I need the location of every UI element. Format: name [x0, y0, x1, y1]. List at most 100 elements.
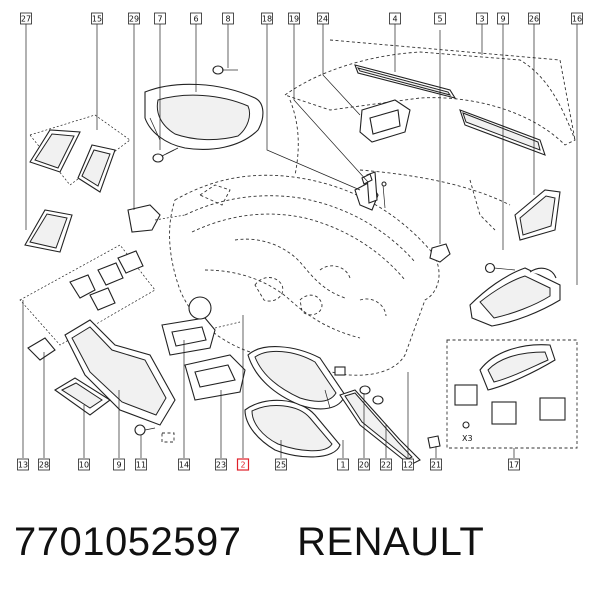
- callout-label-top-2: 29: [129, 14, 139, 23]
- callout-box-top-12: [497, 12, 509, 25]
- callout-box-bottom-6: [215, 458, 227, 471]
- callout-label-top-12: 9: [500, 14, 505, 23]
- callout-box-bottom-1: [38, 458, 50, 471]
- callout-box-bottom-0: [17, 458, 29, 471]
- part-group-box-17: [446, 339, 578, 449]
- callout-label-top-7: 19: [289, 14, 299, 23]
- callout-box-top-13: [528, 12, 540, 25]
- part-bracket-18: [354, 171, 387, 211]
- part-cluster-hood-6: [144, 83, 264, 150]
- callout-label-top-9: 4: [392, 14, 397, 23]
- part-speaker-grille: [188, 296, 212, 320]
- part-switch-28: [27, 337, 56, 361]
- callout-box-top-5: [222, 12, 234, 25]
- callout-label-bottom-4: 11: [136, 460, 146, 469]
- callout-label-bottom-6: 23: [216, 460, 226, 469]
- callout-label-top-10: 5: [437, 14, 442, 23]
- callout-label-bottom-8: 25: [276, 460, 286, 469]
- part-pads-15: [29, 114, 131, 193]
- callout-box-bottom-13: [430, 458, 442, 471]
- callout-box-bottom-8: [275, 458, 287, 471]
- screw-8: [212, 65, 238, 75]
- callout-label-bottom-13: 21: [431, 460, 441, 469]
- screw-11: [134, 424, 175, 443]
- callout-label-top-1: 15: [92, 14, 102, 23]
- callout-box-top-3: [154, 12, 166, 25]
- callout-label-top-14: 16: [572, 14, 582, 23]
- callout-box-bottom-11: [380, 458, 392, 471]
- callout-box-top-14: [571, 12, 583, 25]
- callout-label-bottom-0: 13: [18, 460, 28, 469]
- part-lower-trim-9: [64, 319, 176, 426]
- dashboard-outline: [169, 174, 440, 376]
- part-grille-10: [53, 377, 111, 416]
- callout-box-bottom-12: [402, 458, 414, 471]
- callout-box-top-1: [91, 12, 103, 25]
- callout-label-bottom-11: 22: [381, 460, 391, 469]
- part-pad-27: [24, 209, 73, 253]
- callout-label-top-4: 6: [193, 14, 198, 23]
- callout-label-top-5: 8: [225, 14, 230, 23]
- screw-7: [152, 147, 179, 163]
- bottom-leaders: [22, 300, 515, 458]
- callout-box-top-9: [389, 12, 401, 25]
- part-glovebox-1: [247, 346, 346, 410]
- callout-label-top-8: 24: [318, 14, 328, 23]
- part-clip-20: [359, 385, 384, 405]
- callout-box-bottom-4: [135, 458, 147, 471]
- clip-5: [429, 30, 451, 263]
- callout-box-top-0: [20, 12, 32, 25]
- clip-21: [427, 435, 441, 449]
- part-strip-3: [459, 109, 546, 156]
- callout-label-bottom-10: 20: [359, 460, 369, 469]
- callout-label-bottom-2: 10: [79, 460, 89, 469]
- part-side-panel-26: [514, 189, 561, 241]
- part-console-14: [161, 317, 241, 356]
- top-callout-row: 27 15 29 7 6 8 18 19 24 4 5 3 9 26 16: [20, 12, 583, 25]
- part-end-cap-16: [469, 267, 561, 327]
- part-number: 7701052597: [14, 520, 242, 564]
- part-clip-12: [334, 366, 346, 376]
- part-duct-24: [359, 99, 411, 143]
- part-trim-strip-22: [339, 389, 421, 466]
- callout-box-bottom-14: [508, 458, 520, 471]
- callout-box-top-11: [476, 12, 488, 25]
- callout-box-top-10: [434, 12, 446, 25]
- cowl-outline: [284, 39, 576, 231]
- callout-label-top-11: 3: [479, 14, 484, 23]
- part-rail-4: [354, 64, 457, 99]
- callout-box-top-7: [288, 12, 300, 25]
- part-ashtray-23: [184, 354, 246, 401]
- callout-label-bottom-9: 1: [340, 460, 345, 469]
- brand-name: RENAULT: [297, 520, 485, 564]
- screw-end-cap: [484, 262, 516, 274]
- footer: 7701052597 RENAULT: [14, 516, 484, 568]
- callout-label-bottom-7: 2: [240, 460, 245, 469]
- callout-label-top-13: 26: [529, 14, 539, 23]
- top-leaders: [25, 24, 578, 285]
- callout-label-top-6: 18: [262, 14, 272, 23]
- callout-box-top-8: [317, 12, 329, 25]
- part-switch-29: [127, 204, 186, 233]
- callout-box-top-6: [261, 12, 273, 25]
- callout-box-bottom-5: [178, 458, 190, 471]
- callout-box-bottom-7: [236, 458, 250, 471]
- quantity-label: X3: [462, 434, 473, 443]
- callout-box-bottom-2: [78, 458, 90, 471]
- callout-label-bottom-5: 14: [179, 460, 189, 469]
- callout-box-top-2: [128, 12, 140, 25]
- callout-label-top-0: 27: [21, 14, 31, 23]
- callout-box-bottom-3: [113, 458, 125, 471]
- callout-box-bottom-9: [337, 458, 349, 471]
- callout-label-bottom-3: 9: [116, 460, 121, 469]
- part-small-clip: [361, 173, 373, 185]
- callout-box-top-4: [190, 12, 202, 25]
- part-switch-group-13: [19, 244, 156, 346]
- callout-label-bottom-14: 17: [509, 460, 519, 469]
- part-glovebox-door-25: [244, 399, 341, 458]
- callout-label-top-3: 7: [157, 14, 162, 23]
- callout-box-bottom-10: [358, 458, 370, 471]
- callout-label-bottom-12: 12: [403, 460, 413, 469]
